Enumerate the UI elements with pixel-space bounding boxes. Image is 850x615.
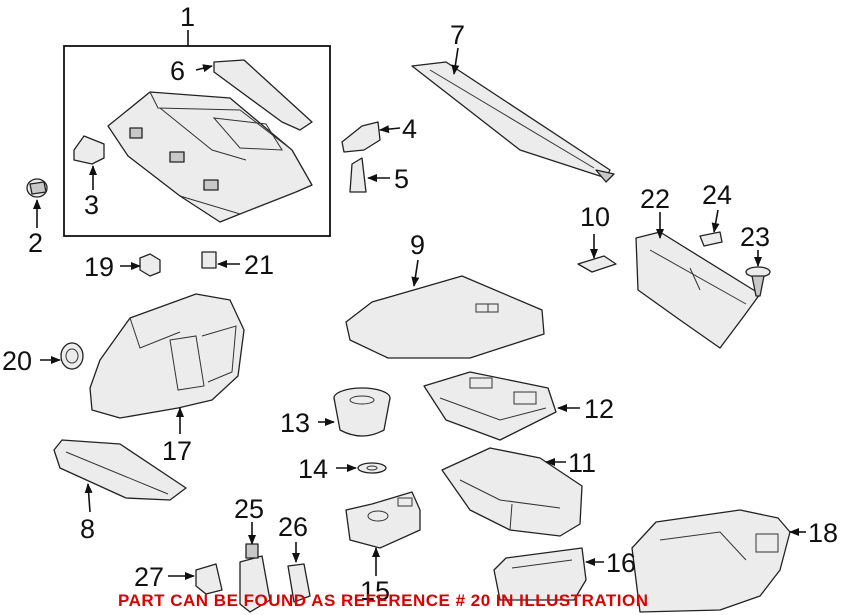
part-3-bracket — [73, 135, 105, 165]
callout-3: 3 — [84, 190, 99, 220]
callout-4: 4 — [402, 114, 417, 144]
callout-27: 27 — [134, 562, 164, 592]
part-12-storage-tray — [423, 371, 557, 441]
part-5-block — [349, 157, 367, 193]
part-20-plug — [60, 342, 84, 370]
callout-9: 9 — [410, 230, 425, 260]
callout-5: 5 — [394, 164, 409, 194]
part-19-nut — [139, 253, 161, 277]
part-26-socket — [287, 563, 311, 603]
leader-7 — [451, 47, 460, 75]
callout-12: 12 — [584, 394, 614, 424]
part-18-side-trim — [631, 509, 791, 613]
callout-20: 20 — [2, 346, 32, 376]
part-15-foam-insert — [345, 491, 421, 549]
assembly-frame — [63, 45, 331, 237]
callout-13: 13 — [280, 408, 310, 438]
callout-8: 8 — [80, 514, 95, 544]
callout-6: 6 — [170, 56, 185, 86]
callout-24: 24 — [702, 180, 732, 210]
leader-9 — [411, 259, 420, 287]
callout-2: 2 — [28, 228, 43, 258]
leader-4 — [379, 125, 401, 134]
leader-24 — [711, 209, 720, 233]
part-14-washer — [357, 462, 387, 474]
part-25-lamp — [239, 543, 271, 613]
callout-19: 19 — [84, 252, 114, 282]
part-16-tool-tray — [493, 547, 587, 601]
part-9-trunk-floor — [345, 275, 545, 359]
callout-23: 23 — [740, 222, 770, 252]
callout-21: 21 — [244, 250, 274, 280]
part-6-trim-strip — [213, 59, 313, 131]
part-8-trim-panel — [53, 439, 187, 501]
leader-8 — [84, 483, 93, 513]
part-7-cargo-cover — [411, 61, 615, 183]
leader-6 — [195, 64, 213, 73]
callout-25: 25 — [234, 494, 264, 524]
part-2-clip — [26, 178, 48, 198]
callout-14: 14 — [298, 454, 328, 484]
callout-1: 1 — [180, 2, 195, 32]
part-13-spare-holder — [333, 387, 391, 437]
callout-18: 18 — [808, 518, 838, 548]
part-10-cover — [577, 255, 617, 273]
callout-10: 10 — [580, 202, 610, 232]
part-1-package-shelf — [107, 91, 313, 223]
callout-7: 7 — [450, 20, 465, 50]
callout-11: 11 — [568, 448, 596, 478]
part-4-bracket — [341, 121, 381, 153]
callout-16: 16 — [606, 548, 636, 578]
part-21-clip — [201, 251, 217, 269]
part-11-trunk-tub — [441, 447, 583, 537]
part-27-bulb — [195, 563, 223, 595]
callout-17: 17 — [162, 436, 192, 466]
part-23-push-pin — [745, 266, 771, 297]
callout-26: 26 — [278, 512, 308, 542]
part-17-side-trim — [89, 293, 245, 419]
reference-notice: PART CAN BE FOUND AS REFERENCE # 20 IN I… — [118, 591, 649, 610]
part-22-sill-trim — [635, 231, 761, 349]
part-24-clip — [699, 231, 723, 247]
callout-22: 22 — [640, 184, 670, 214]
callout-15: 15 — [360, 576, 390, 606]
